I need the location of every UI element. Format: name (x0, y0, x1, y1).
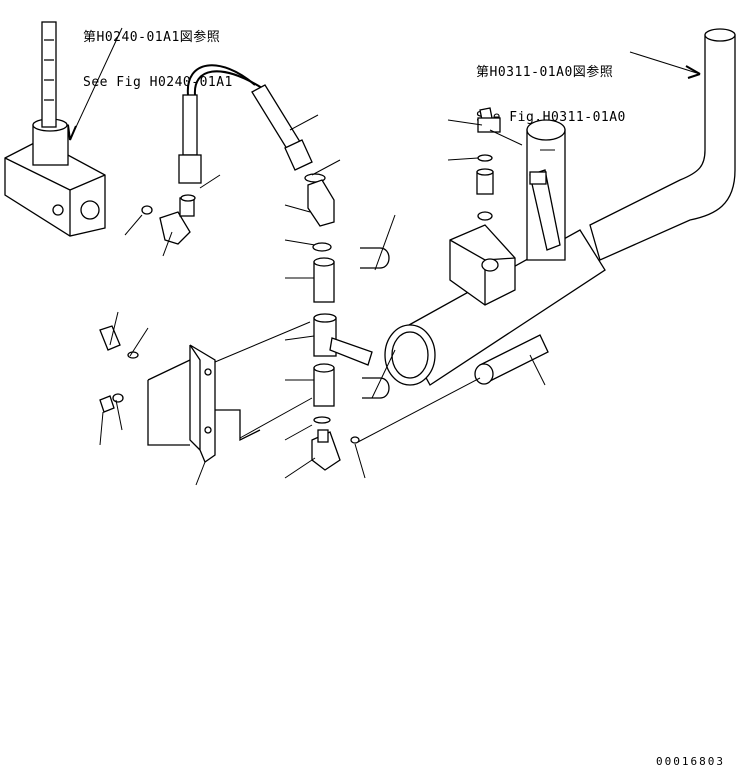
drawing-number: 00016803 (656, 755, 725, 768)
small-parts-right (350, 107, 555, 444)
hose-assembly (178, 64, 326, 184)
tube-assembly (384, 28, 736, 386)
elbow-fitting-left (141, 194, 196, 245)
reference-2-leader (629, 51, 701, 75)
control-valve-block (4, 21, 106, 237)
reference-1-leader (69, 27, 123, 141)
reference-1-arrowhead (67, 124, 77, 141)
reference-2-jp: 第H0311-01A0図参照 (476, 65, 614, 80)
bracket-assembly (99, 321, 313, 463)
reference-label-1: 第H0240-01A1図参照 See Fig H0240-01A1 (83, 0, 233, 120)
fitting-stack-center (307, 179, 390, 471)
reference-1-jp: 第H0240-01A1図参照 (83, 30, 221, 45)
reference-2-arrowhead (685, 65, 701, 79)
callout-leaders (99, 114, 546, 486)
reference-1-en: See Fig H0240-01A1 (83, 75, 233, 90)
